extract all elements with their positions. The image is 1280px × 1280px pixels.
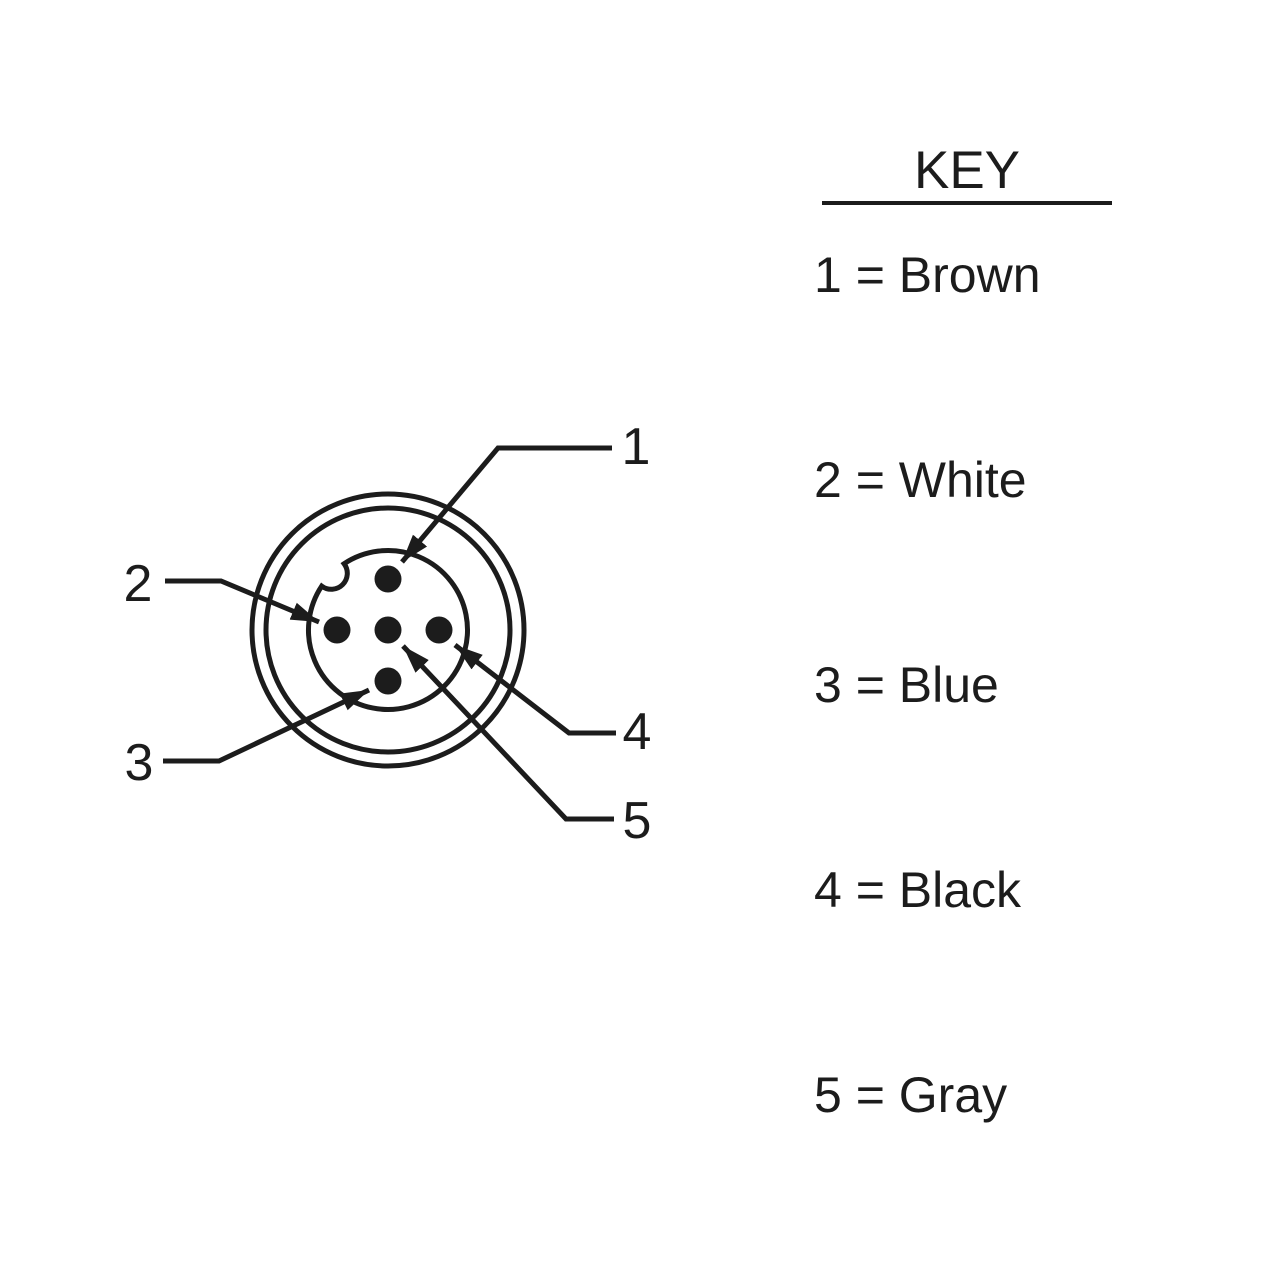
pin-callout-label-2: 2	[123, 555, 153, 613]
key-entry-pin-1: 1 = Brown	[814, 247, 1041, 303]
leader-line-pin-4	[453, 643, 616, 736]
leader-line-pin-3	[163, 687, 371, 764]
leader-line-pin-1	[400, 445, 612, 564]
key-entry-pin-2: 2 = White	[814, 452, 1027, 508]
leader-line-pin-5	[401, 644, 614, 822]
key-title: KEY	[913, 141, 1021, 200]
key-entry-pin-4: 4 = Black	[814, 862, 1022, 918]
pin-2-dot	[323, 616, 351, 644]
pin-1-dot	[374, 565, 402, 593]
pin-callout-label-5: 5	[622, 792, 652, 850]
pin-5-dot	[374, 616, 402, 644]
leader-line-pin-2	[165, 578, 320, 625]
pin-3-dot	[374, 667, 402, 695]
pin-4-dot	[425, 616, 453, 644]
key-title-underline	[822, 201, 1112, 205]
key-entry-pin-5: 5 = Gray	[814, 1067, 1008, 1123]
pin-callout-label-4: 4	[622, 703, 652, 761]
pin-callout-label-3: 3	[124, 734, 154, 792]
pin-callout-label-1: 1	[621, 418, 651, 476]
key-entry-pin-3: 3 = Blue	[814, 657, 999, 713]
